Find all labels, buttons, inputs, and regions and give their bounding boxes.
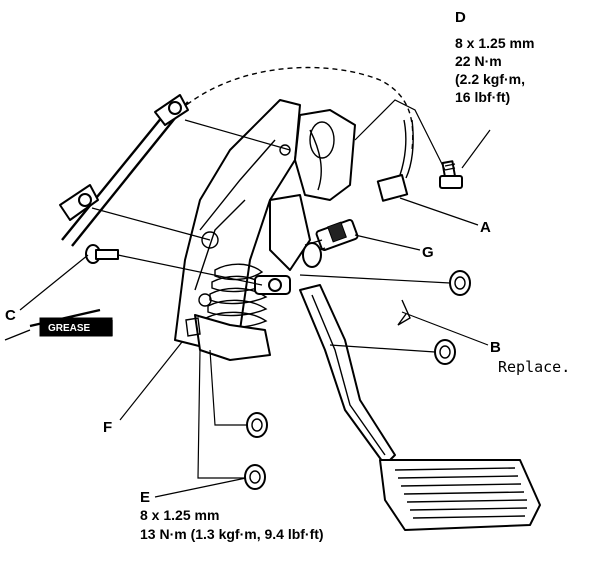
- leader-c: [19, 254, 89, 311]
- grease-label: GREASE: [48, 323, 91, 334]
- nut-e: [244, 464, 266, 490]
- spec-d-torque-lbfft: 16 lbf·ft): [455, 89, 510, 105]
- pedal-pad: [379, 459, 541, 531]
- nut-lower-left: [246, 412, 268, 438]
- note-replace: Replace.: [498, 358, 570, 376]
- spec-d-torque-nm: 22 N·m: [455, 53, 502, 69]
- callout-f: F: [103, 419, 112, 436]
- leader-nut-left: [209, 349, 247, 426]
- leader-cable-lower: [91, 207, 211, 241]
- leader-c-bolt: [117, 254, 263, 286]
- bolt-c: [85, 244, 119, 264]
- harness-route-line: [179, 66, 414, 151]
- nut-lower-right: [434, 339, 456, 365]
- leader-g: [354, 234, 421, 251]
- callout-c: C: [5, 307, 16, 324]
- leader-d: [354, 99, 446, 171]
- leader-nut-lower: [329, 344, 436, 353]
- callout-d: D: [455, 9, 466, 26]
- connector-a: [376, 119, 414, 202]
- callout-e: E: [140, 489, 150, 506]
- bolt-d: [439, 160, 463, 189]
- callout-b: B: [490, 339, 501, 356]
- leader-e: [154, 477, 247, 498]
- switch-g: [302, 218, 359, 268]
- assist-spring: [185, 263, 291, 361]
- spec-e-thread: 8 x 1.25 mm: [140, 507, 219, 523]
- leader-a: [399, 197, 479, 226]
- leader-e-nut: [197, 349, 245, 479]
- clip-b: [397, 299, 411, 326]
- nut-upper-right: [449, 270, 471, 296]
- grease-icon: GREASE: [4, 308, 113, 341]
- clutch-cable: [59, 94, 189, 247]
- leader-f: [119, 341, 183, 421]
- spec-e-torque: 13 N·m (1.3 kgf·m, 9.4 lbf·ft): [140, 526, 324, 542]
- callout-a: A: [480, 219, 491, 236]
- spec-d-torque-kgfm: (2.2 kgf·m,: [455, 71, 525, 87]
- spec-d-thread: 8 x 1.25 mm: [455, 35, 534, 51]
- leader-cable-upper: [184, 119, 291, 151]
- callout-g: G: [422, 244, 434, 261]
- pedal-arm: [299, 284, 396, 466]
- leader-nut-upper: [299, 274, 451, 284]
- leader-b: [401, 311, 489, 346]
- pedal-stop-plate: [269, 109, 356, 271]
- leader-d-bolt: [461, 129, 491, 169]
